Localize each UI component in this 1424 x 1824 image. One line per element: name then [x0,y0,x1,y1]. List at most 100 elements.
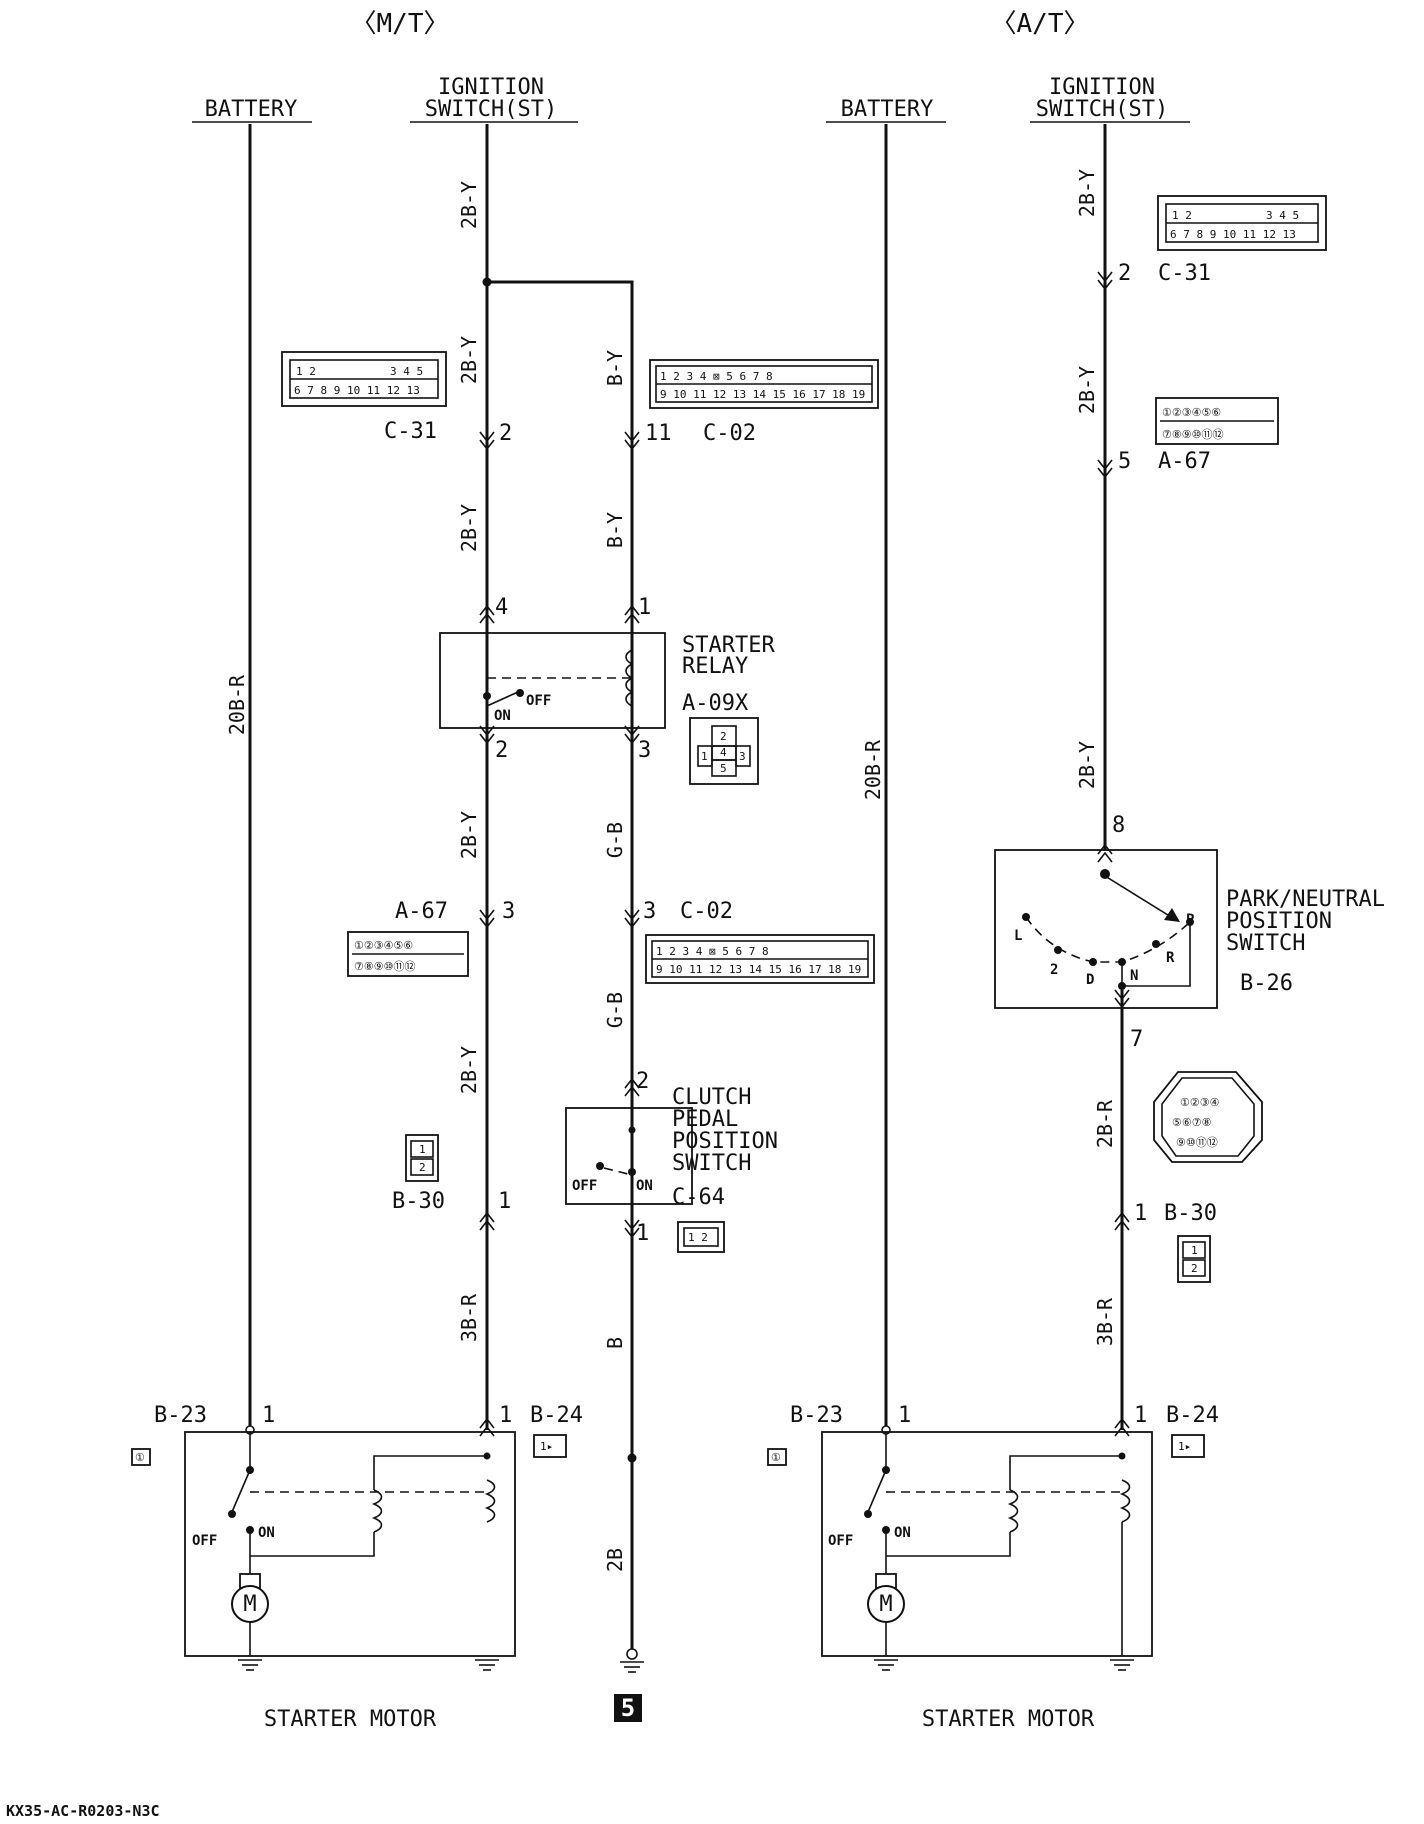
svg-text:1 2: 1 2 [688,1231,708,1244]
at-b24-label: B-24 [1166,1403,1219,1428]
svg-text:①: ① [771,1451,781,1464]
mt-wire-gb-b: G-B [603,992,627,1028]
svg-text:9 10 11 12 13 14 15 16 17 18 1: 9 10 11 12 13 14 15 16 17 18 19 [660,388,865,401]
relay-on-label: ON [494,708,511,724]
mt-motor-off-label: OFF [192,1533,217,1549]
svg-text:⑦⑧⑨⑩⑪⑫: ⑦⑧⑨⑩⑪⑫ [1162,428,1223,441]
svg-text:2: 2 [419,1161,426,1174]
mt-wire-2by-a: 2B-Y [457,181,481,229]
mt-wire-b: B [603,1337,627,1349]
svg-text:⑤⑥⑦⑧: ⑤⑥⑦⑧ [1172,1116,1212,1129]
at-wire-2by-a: 2B-Y [1075,169,1099,217]
footer-code: KX35-AC-R0203-N3C [6,1802,160,1820]
mt-chassis-ref-icon: ① [131,1448,151,1466]
relay-pin-4: 4 [495,595,508,620]
svg-text:2: 2 [720,730,727,743]
at-b23-label: B-23 [790,1403,843,1428]
clutch-pin-1: 1 [636,1221,649,1246]
pn-label-2: POSITION [1226,909,1332,934]
at-wire-2by-b: 2B-Y [1075,366,1099,414]
park-neutral-position-switch [994,849,1218,1009]
pn-l-label: L [1014,928,1022,944]
section-title-mt: 〈M/T〉 [351,9,450,39]
svg-text:4: 4 [720,746,727,759]
mt-ignition-label-1: IGNITION [438,75,544,100]
svg-text:1 2 3 4 ⊠ 5 6 7 8: 1 2 3 4 ⊠ 5 6 7 8 [660,370,773,383]
at-motor-off-label: OFF [828,1533,853,1549]
mt-wire-2by-e: 2B-Y [457,1046,481,1094]
mt-b24-connector-icon: 1▸ [533,1434,567,1458]
at-a67-label: A-67 [1158,449,1211,474]
mt-c02-label-mid: C-02 [680,899,733,924]
mt-b30-label: B-30 [392,1189,445,1214]
at-b30-label: B-30 [1164,1201,1217,1226]
svg-text:1: 1 [701,750,708,763]
mt-c02-connector-icon-top: 1 2 3 4 ⊠ 5 6 7 8 9 10 11 12 13 14 15 16… [649,359,879,409]
at-chassis-ref-icon: ① [767,1448,787,1466]
at-a67-pin-5: 5 [1118,449,1131,474]
pn-d-label: D [1086,972,1094,988]
svg-text:①②③④⑤⑥: ①②③④⑤⑥ [1162,406,1221,419]
at-motor-on-label: ON [894,1525,911,1541]
a09x-connector-icon: 2 1 4 3 5 [689,717,759,785]
mt-b-splice-dot [627,1453,637,1463]
svg-text:1: 1 [1191,1244,1198,1257]
pn-label-3: SWITCH [1226,931,1305,956]
b26-connector-icon: ①②③④ ⑤⑥⑦⑧ ⑨⑩⑪⑫ [1153,1071,1263,1163]
clutch-label-2: PEDAL [672,1107,738,1132]
starter-relay [439,632,666,729]
clutch-pedal-position-switch [565,1107,693,1205]
mt-wire-by-b: B-Y [603,512,627,548]
clutch-label-1: CLUTCH [672,1085,751,1110]
svg-text:3 4 5: 3 4 5 [390,365,423,378]
mt-a67-pin-3: 3 [502,899,515,924]
ground-ref-label: 5 [621,1694,635,1722]
at-c31-connector-icon: 1 2 3 4 5 6 7 8 9 10 11 12 13 [1157,195,1327,251]
mt-wire-2by-b: 2B-Y [457,336,481,384]
mt-motor-on-label: ON [258,1525,275,1541]
pn-p-label: P [1186,912,1194,928]
svg-text:①②③④: ①②③④ [1180,1096,1220,1109]
svg-text:3: 3 [739,750,746,763]
mt-wire-2b: 2B [603,1548,627,1572]
relay-pin-2: 2 [495,738,508,763]
mt-c31-pin-2: 2 [499,421,512,446]
svg-text:⑨⑩⑪⑫: ⑨⑩⑪⑫ [1176,1136,1218,1149]
pn-r-label: R [1166,950,1175,966]
svg-text:⑦⑧⑨⑩⑪⑫: ⑦⑧⑨⑩⑪⑫ [354,960,415,973]
at-b24-connector-icon: 1▸ [1171,1434,1205,1458]
at-ignition-label-1: IGNITION [1049,75,1155,100]
mt-c02-pin-3: 3 [643,899,656,924]
mt-c02-connector-icon-mid: 1 2 3 4 ⊠ 5 6 7 8 9 10 11 12 13 14 15 16… [645,934,875,984]
mt-wire-gb-a: G-B [603,822,627,858]
svg-text:6 7 8 9 10 11 12 13: 6 7 8 9 10 11 12 13 [294,384,420,397]
at-a67-connector-icon: ①②③④⑤⑥ ⑦⑧⑨⑩⑪⑫ [1155,397,1279,445]
at-starter-motor-label: STARTER MOTOR [922,1707,1095,1732]
ground-5-symbol [614,1648,644,1722]
pn-connector-label: B-26 [1240,971,1293,996]
mt-b30-connector-icon: 1 2 [405,1134,439,1182]
mt-battery-label: BATTERY [205,97,298,122]
at-wire-2by-c: 2B-Y [1075,741,1099,789]
at-wire-3br: 3B-R [1093,1297,1117,1346]
mt-b23-pin-1: 1 [262,1403,275,1428]
svg-text:6 7 8 9 10 11 12 13: 6 7 8 9 10 11 12 13 [1170,228,1296,241]
mt-wire-by-a: B-Y [603,350,627,386]
pn-pin-8: 8 [1112,813,1125,838]
mt-b23-label: B-23 [154,1403,207,1428]
clutch-pin-2: 2 [636,1069,649,1094]
svg-text:3 4 5: 3 4 5 [1266,209,1299,222]
at-b24-pin-1: 1 [1134,1403,1147,1428]
svg-text:1 2: 1 2 [1172,209,1192,222]
at-wire-20br: 20B-R [861,739,885,800]
relay-label-2: RELAY [682,654,748,679]
mt-wire-2by-d: 2B-Y [457,811,481,859]
mt-a67-connector-icon: ①②③④⑤⑥ ⑦⑧⑨⑩⑪⑫ [347,931,469,977]
mt-starter-motor [184,1425,516,1671]
at-b30-pin-1: 1 [1134,1201,1147,1226]
at-b23-pin-1: 1 [898,1403,911,1428]
at-c31-pin-2: 2 [1118,261,1131,286]
pn-n-label: N [1130,968,1138,984]
pn-pin-7: 7 [1130,1027,1143,1052]
svg-text:①②③④⑤⑥: ①②③④⑤⑥ [354,939,413,952]
